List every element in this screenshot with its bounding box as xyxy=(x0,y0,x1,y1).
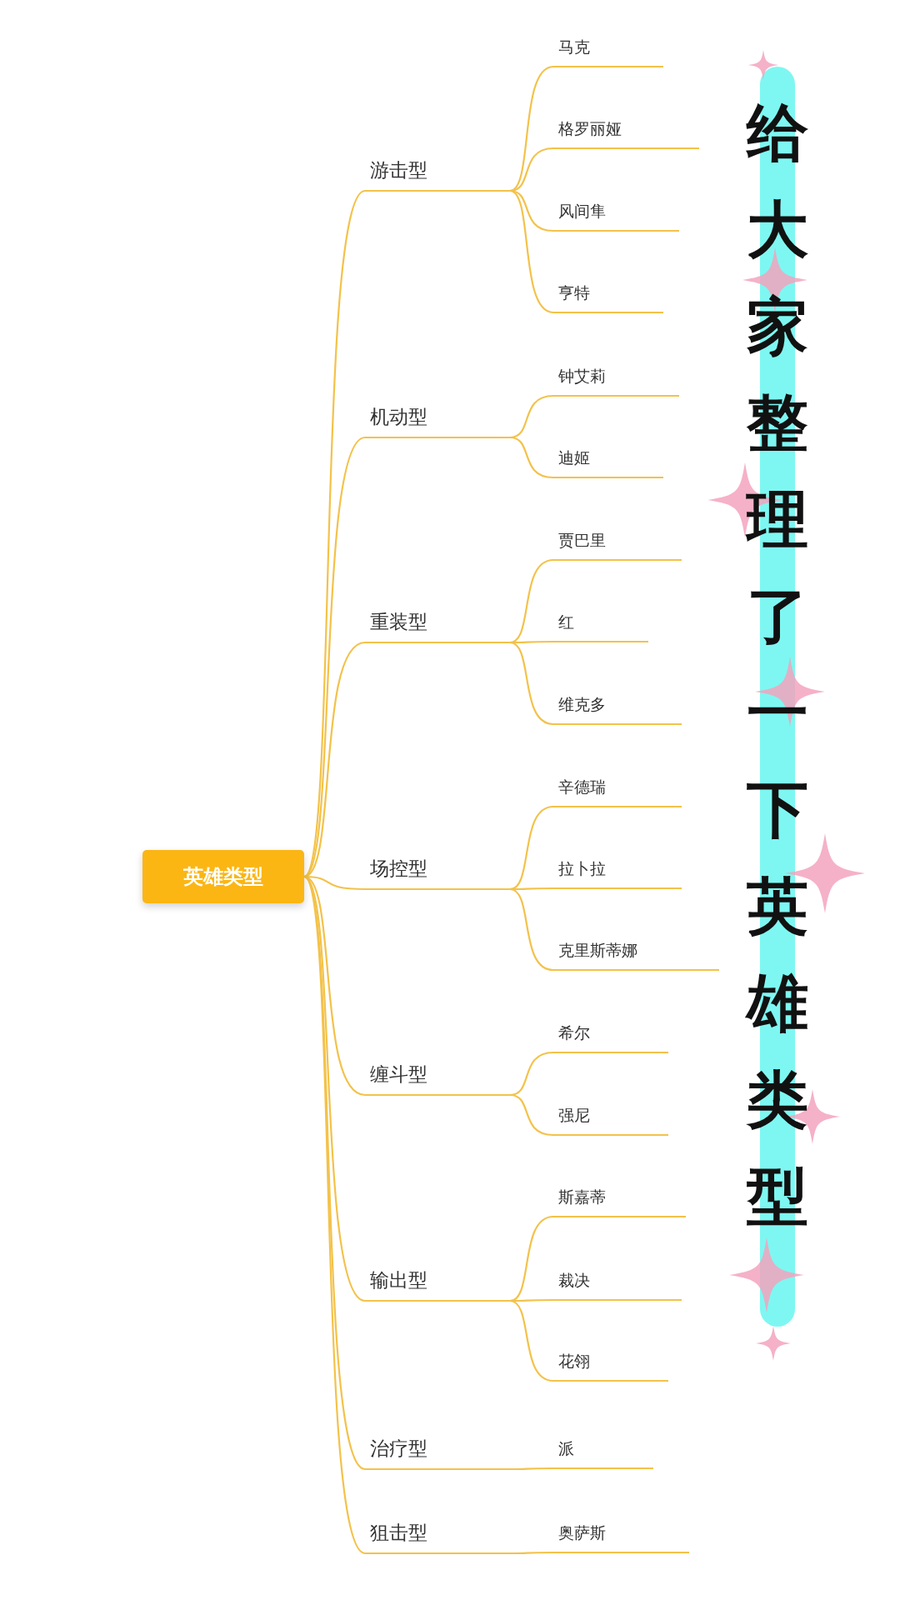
hero-name: 拉卜拉 xyxy=(553,856,682,880)
branch-line xyxy=(510,889,720,970)
category-node: 机动型 xyxy=(365,404,510,438)
leaf-node: 奥萨斯 xyxy=(553,1520,690,1553)
leaf-node: 裁决 xyxy=(553,1268,682,1300)
branch-line xyxy=(304,876,510,1095)
leaf-node: 维克多 xyxy=(553,692,682,725)
leaf-node: 派 xyxy=(553,1436,654,1469)
hero-name: 风间隼 xyxy=(553,199,680,223)
hero-name: 亨特 xyxy=(553,280,664,305)
category-node: 重装型 xyxy=(365,609,510,643)
hero-name: 格罗丽娅 xyxy=(553,116,700,140)
branch-line xyxy=(304,876,510,1554)
root-label: 英雄类型 xyxy=(183,863,264,890)
branch-line xyxy=(510,190,680,231)
hero-name: 钟艾莉 xyxy=(553,364,680,388)
branch-line xyxy=(510,888,682,890)
branch-line xyxy=(510,1052,669,1095)
hero-name: 红 xyxy=(553,610,649,634)
leaf-node: 红 xyxy=(553,610,649,642)
hero-name: 派 xyxy=(553,1436,654,1460)
branch-line xyxy=(510,1552,690,1554)
hero-name: 奥萨斯 xyxy=(553,1520,690,1545)
leaf-node: 格罗丽娅 xyxy=(553,116,700,149)
category-label: 治疗型 xyxy=(365,1435,510,1461)
leaf-node: 强尼 xyxy=(553,1103,669,1135)
category-label: 机动型 xyxy=(365,404,510,430)
category-node: 游击型 xyxy=(365,157,510,191)
branch-line xyxy=(510,148,700,191)
hero-name: 花翎 xyxy=(553,1349,669,1373)
branch-line xyxy=(510,1095,669,1135)
leaf-node: 花翎 xyxy=(553,1349,669,1381)
category-node: 狙击型 xyxy=(365,1520,510,1554)
category-node: 场控型 xyxy=(365,855,510,890)
hero-name: 迪姬 xyxy=(553,445,664,470)
category-label: 场控型 xyxy=(365,855,510,881)
branch-line xyxy=(304,437,510,877)
branch-line xyxy=(510,437,664,478)
category-label: 输出型 xyxy=(365,1267,510,1293)
hero-name: 马克 xyxy=(553,35,664,59)
category-label: 游击型 xyxy=(365,157,510,183)
leaf-node: 马克 xyxy=(553,35,664,67)
leaf-node: 希尔 xyxy=(553,1020,669,1053)
category-label: 狙击型 xyxy=(365,1520,510,1545)
hero-name: 斯嘉蒂 xyxy=(553,1185,686,1209)
leaf-node: 钟艾莉 xyxy=(553,364,680,396)
branch-line xyxy=(510,1300,669,1381)
branch-line xyxy=(304,642,510,877)
hero-name: 克里斯蒂娜 xyxy=(553,938,720,962)
hero-name: 希尔 xyxy=(553,1020,669,1045)
leaf-node: 辛德瑞 xyxy=(553,775,682,807)
branch-line xyxy=(510,560,682,643)
branch-line xyxy=(304,876,510,1301)
leaf-node: 拉卜拉 xyxy=(553,856,682,889)
leaf-node: 迪姬 xyxy=(553,445,664,478)
hero-name: 贾巴里 xyxy=(553,528,682,552)
branch-line xyxy=(510,395,680,438)
branch-line xyxy=(510,641,649,643)
branch-line xyxy=(510,642,682,725)
category-node: 治疗型 xyxy=(365,1435,510,1470)
category-node: 缠斗型 xyxy=(365,1061,510,1095)
leaf-node: 风间隼 xyxy=(553,199,680,231)
hero-name: 裁决 xyxy=(553,1268,682,1292)
root-box: 英雄类型 xyxy=(142,850,305,904)
sparkle-stars xyxy=(707,50,865,1361)
vertical-title: 给大家整理了一下英雄类型 xyxy=(746,84,809,1245)
branch-line xyxy=(510,1468,654,1470)
branch-line xyxy=(304,190,510,877)
hero-name: 辛德瑞 xyxy=(553,775,682,799)
category-node: 输出型 xyxy=(365,1267,510,1301)
category-label: 缠斗型 xyxy=(365,1061,510,1087)
hero-name: 强尼 xyxy=(553,1103,669,1127)
leaf-node: 斯嘉蒂 xyxy=(553,1185,686,1217)
hero-name: 维克多 xyxy=(553,692,682,716)
branch-line xyxy=(510,1300,682,1301)
branch-line xyxy=(510,1216,686,1301)
leaf-node: 克里斯蒂娜 xyxy=(553,938,720,970)
category-label: 重装型 xyxy=(365,609,510,635)
leaf-node: 贾巴里 xyxy=(553,528,682,560)
leaf-node: 亨特 xyxy=(553,280,664,313)
branch-line xyxy=(510,806,682,890)
